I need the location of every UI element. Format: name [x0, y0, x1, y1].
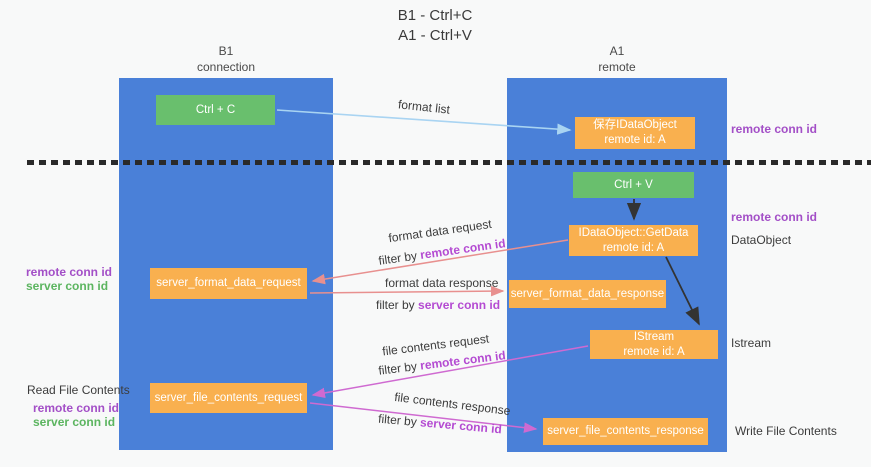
diagram-title: B1 - Ctrl+C A1 - Ctrl+V [340, 6, 530, 47]
annotation-server-conn-id-left-1: server conn id [26, 279, 109, 293]
istream-line2: remote id: A [623, 345, 685, 358]
server-format-data-request-box: server_format_data_request [150, 268, 307, 299]
idataobject-getdata-line2: remote id: A [602, 241, 665, 254]
ctrl-c-box: Ctrl + C [156, 95, 275, 125]
idataobject-getdata-box: IDataObject::GetData remote id: A [569, 225, 698, 256]
server-file-contents-request-label: server_file_contents_request [154, 391, 303, 404]
title-line-1: B1 - Ctrl+C [397, 7, 473, 24]
istream-box: IStream remote id: A [590, 330, 718, 359]
lifeline-a1-subtitle: remote [598, 59, 636, 74]
server-format-data-response-label: server_format_data_response [510, 287, 665, 300]
filter-by-text-1: filter by [377, 248, 418, 268]
server-file-contents-response-box: server_file_contents_response [543, 418, 708, 445]
server-conn-id-text-2: server conn id [419, 415, 503, 437]
annotation-server-conn-id-left-2: server conn id [33, 415, 116, 429]
annotation-remote-conn-id-right-2: remote conn id [731, 210, 818, 224]
ctrl-c-label: Ctrl + C [195, 103, 236, 116]
lifeline-header-a1: A1 remote [507, 44, 727, 75]
label-format-data-response: format data response [385, 276, 499, 290]
dashed-separator [27, 160, 871, 165]
annotation-remote-conn-id-left-2: remote conn id [33, 401, 120, 415]
annotation-dataobject: DataObject [731, 233, 792, 247]
annotation-read-file-contents: Read File Contents [27, 383, 130, 397]
ctrl-v-box: Ctrl + V [573, 172, 694, 198]
annotation-remote-conn-id-right-1: remote conn id [731, 122, 818, 136]
idataobject-getdata-line1: IDataObject::GetData [578, 226, 689, 239]
label-format-list: format list [397, 97, 451, 117]
filter-by-text-3: filter by [377, 359, 418, 378]
istream-line1: IStream [633, 330, 675, 343]
filter-by-text-4: filter by [377, 411, 418, 429]
filter-by-text-2: filter by [376, 298, 415, 312]
server-format-data-response-box: server_format_data_response [509, 280, 666, 308]
lifeline-b1-name: B1 [218, 44, 234, 58]
label-filter-server-1: filter by server conn id [376, 298, 500, 312]
annotation-istream: Istream [731, 336, 772, 350]
annotation-write-file-contents: Write File Contents [735, 424, 837, 438]
annotation-remote-conn-id-left-1: remote conn id [26, 265, 113, 279]
save-idataobject-line2: remote id: A [604, 134, 666, 146]
server-format-data-request-label: server_format_data_request [156, 277, 301, 290]
ctrl-v-label: Ctrl + V [614, 178, 653, 191]
save-idataobject-line1: 保存IDataObject [593, 119, 677, 132]
title-line-2: A1 - Ctrl+V [398, 27, 472, 45]
remote-conn-id-text-1: remote conn id [419, 236, 507, 262]
label-filter-server-2: filter by server conn id [378, 412, 503, 437]
server-conn-id-text-1: server conn id [418, 298, 501, 312]
server-file-contents-request-box: server_file_contents_request [150, 383, 307, 413]
save-idataobject-box: 保存IDataObject remote id: A [575, 117, 695, 149]
lifeline-a1-name: A1 [609, 44, 625, 58]
arrow-format-data-response [309, 285, 505, 297]
lifeline-header-b1: B1 connection [119, 44, 333, 75]
server-file-contents-response-label: server_file_contents_response [547, 425, 704, 438]
lifeline-b1-subtitle: connection [196, 59, 256, 74]
